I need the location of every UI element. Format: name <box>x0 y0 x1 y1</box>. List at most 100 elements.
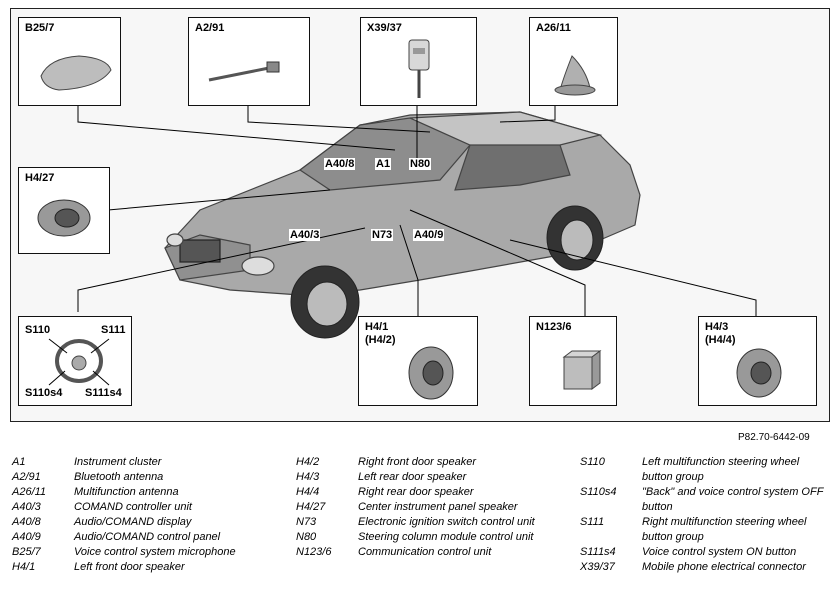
component-box-b25-7: B25/7 <box>18 17 121 106</box>
connector-icon <box>408 39 430 98</box>
legend-description: Multifunction antenna <box>74 486 179 498</box>
legend-code: A40/9 <box>12 531 41 543</box>
component-label: X39/37 <box>367 22 402 34</box>
legend-description: Audio/COMAND control panel <box>74 531 221 543</box>
legend-row: S110s4 "Back" and voice control system OF… <box>580 485 830 515</box>
component-box-a26-11: A26/11 <box>529 17 618 106</box>
legend-code: H4/3 <box>296 471 320 483</box>
legend-code: A2/91 <box>12 471 41 483</box>
component-label: A2/91 <box>195 22 225 34</box>
legend-row: H4/27 Center instrument panel speaker <box>296 500 546 515</box>
speaker-icon <box>408 346 454 400</box>
legend-row: A40/9 Audio/COMAND control panel <box>12 530 282 545</box>
legend-code: S110 <box>580 456 605 468</box>
legend-row: N80 Steering column module control unit <box>296 530 546 545</box>
legend-row: H4/2 Right front door speaker <box>296 455 546 470</box>
leader-lines <box>77 98 757 316</box>
component-box-x39-37: X39/37 <box>360 17 477 106</box>
legend-description: "Back" and voice control system OFF butt… <box>642 486 824 513</box>
callout-a40-8: A40/8 <box>324 158 356 170</box>
s110s4-label: S110s4 <box>25 387 63 399</box>
s111-label: S111 <box>101 324 126 336</box>
component-label: H4/1 (H4/2) <box>365 321 396 346</box>
legend-column-3: S110 Left multifunction steering wheel bu… <box>580 455 830 575</box>
legend-row: S111s4 Voice control system ON button <box>580 545 830 560</box>
legend-code: H4/27 <box>296 501 326 513</box>
callout-n80: N80 <box>409 158 432 170</box>
car-wheels <box>290 205 604 339</box>
shark-fin-antenna-icon <box>554 55 596 96</box>
legend-row: N73 Electronic ignition switch control un… <box>296 515 546 530</box>
legend-code: S111 <box>580 516 605 528</box>
legend-row: H4/4 Right rear door speaker <box>296 485 546 500</box>
figure-reference: P82.70-6442-09 <box>738 432 810 443</box>
microphone-icon <box>40 55 112 91</box>
legend-code: S111s4 <box>580 546 616 558</box>
legend-code: H4/1 <box>12 561 36 573</box>
legend-description: Right front door speaker <box>358 456 477 468</box>
legend-description: Steering column module control unit <box>358 531 534 543</box>
component-box-steering-wheel: S110 S111 S110s4 S111s4 <box>18 316 132 406</box>
legend-row: X39/37 Mobile phone electrical connector <box>580 560 830 575</box>
legend-description: Left rear door speaker <box>358 471 467 483</box>
legend-description: Instrument cluster <box>74 456 162 468</box>
steering-wheel-icon <box>48 338 110 386</box>
component-box-h4-1: H4/1 (H4/2) <box>358 316 478 406</box>
legend-code: H4/2 <box>296 456 320 468</box>
legend-row: B25/7 Voice control system microphone <box>12 545 282 560</box>
control-unit-icon <box>562 350 602 390</box>
legend-description: Right rear door speaker <box>358 486 474 498</box>
legend-code: N123/6 <box>296 546 332 558</box>
legend-code: X39/37 <box>580 561 615 573</box>
legend-code: N73 <box>296 516 317 528</box>
legend-row: S111 Right multifunction steering wheel b… <box>580 515 830 545</box>
s111s4-label: S111s4 <box>85 387 122 399</box>
legend-row: A2/91 Bluetooth antenna <box>12 470 282 485</box>
legend-description: Audio/COMAND display <box>74 516 192 528</box>
legend-description: COMAND controller unit <box>74 501 192 513</box>
component-box-h4-27: H4/27 <box>18 167 110 254</box>
callout-a40-3: A40/3 <box>289 229 321 241</box>
legend-description: Left front door speaker <box>74 561 185 573</box>
legend-description: Mobile phone electrical connector <box>642 561 806 573</box>
legend-row: H4/3 Left rear door speaker <box>296 470 546 485</box>
component-box-a2-91: A2/91 <box>188 17 310 106</box>
legend-description: Right multifunction steering wheel butto… <box>642 516 807 543</box>
legend-description: Bluetooth antenna <box>74 471 164 483</box>
component-label: N123/6 <box>536 321 572 333</box>
legend-code: A26/11 <box>12 486 47 498</box>
speaker-icon <box>37 199 91 237</box>
component-label: A26/11 <box>536 22 571 34</box>
legend-code: S110s4 <box>580 486 617 498</box>
legend-description: Communication control unit <box>358 546 492 558</box>
component-label: H4/3 (H4/4) <box>705 321 736 346</box>
component-box-h4-3: H4/3 (H4/4) <box>698 316 817 406</box>
legend-description: Left multifunction steering wheel button… <box>642 456 800 483</box>
component-box-n123-6: N123/6 <box>529 316 617 406</box>
legend-code: N80 <box>296 531 317 543</box>
legend-code: H4/4 <box>296 486 320 498</box>
legend-description: Voice control system ON button <box>642 546 797 558</box>
component-label: H4/27 <box>25 172 55 184</box>
callout-a1: A1 <box>375 158 392 170</box>
legend-code: A40/8 <box>12 516 41 528</box>
legend-description: Center instrument panel speaker <box>358 501 518 513</box>
legend-row: N123/6 Communication control unit <box>296 545 546 560</box>
legend-code: B25/7 <box>12 546 41 558</box>
car-body <box>164 111 641 296</box>
callout-a40-9: A40/9 <box>413 229 445 241</box>
component-label: B25/7 <box>25 22 55 34</box>
legend-row: S110 Left multifunction steering wheel bu… <box>580 455 830 485</box>
speaker-icon <box>736 348 782 398</box>
legend-description: Electronic ignition switch control unit <box>358 516 535 528</box>
callout-n73: N73 <box>371 229 394 241</box>
antenna-cable-icon <box>208 61 280 82</box>
legend-row: H4/1 Left front door speaker <box>12 560 282 575</box>
s110-label: S110 <box>25 324 51 336</box>
legend-description: Voice control system microphone <box>74 546 236 558</box>
